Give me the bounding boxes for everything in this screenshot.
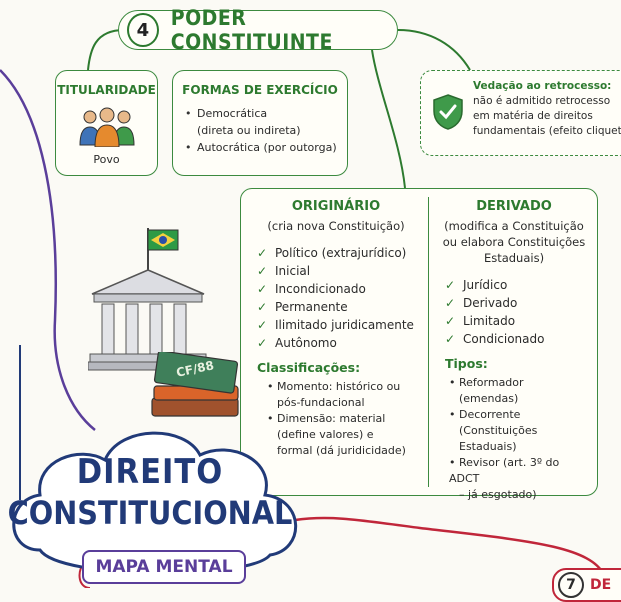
topic-title: PODER CONSTITUINTE — [170, 6, 333, 54]
derivado-subtitle: (modifica a Constituição — [444, 219, 584, 233]
books-stack: CF/88 — [150, 350, 242, 426]
formas-list: Democrática (direta ou indireta) Autocrá… — [185, 105, 347, 156]
central-cloud: DIREITO CONSTITUCIONAL MAPA MENTAL — [0, 400, 320, 592]
class-item: • Momento: histórico ou — [267, 380, 401, 393]
trait-item: Condicionado — [445, 330, 593, 348]
topic-title-box: 4 PODER CONSTITUINTE — [118, 6, 398, 54]
connector-lines — [0, 29, 606, 588]
tipo-item-cont: (emendas) — [459, 392, 519, 405]
tipo-item-cont: – já esgotado) — [459, 488, 537, 501]
originario-traits: Político (extrajurídico) Inicial Incondi… — [257, 244, 425, 352]
originario-title: ORIGINÁRIO — [291, 199, 381, 214]
topic-number: 4 — [127, 13, 159, 47]
central-title-line2: CONSTITUCIONAL — [7, 494, 293, 532]
vedacao-line: não é admitido retrocesso — [473, 95, 611, 107]
trait-item: Limitado — [445, 312, 593, 330]
trait-item: Incondicionado — [257, 280, 425, 298]
originario-column: ORIGINÁRIO (cria nova Constituição) Polí… — [247, 199, 425, 459]
derivado-title: DERIVADO — [476, 199, 552, 214]
courthouse-icon — [87, 226, 209, 380]
titularidade-value: Povo — [93, 153, 120, 166]
class-item-cont: pós-fundacional — [277, 396, 365, 409]
divider — [428, 197, 429, 487]
vedacao-box: Vedação ao retrocesso: não é admitido re… — [420, 70, 621, 156]
tipo-item: • Decorrente — [449, 408, 521, 421]
formas-box: FORMAS DE EXERCÍCIO Democrática (direta … — [172, 70, 348, 176]
trait-item: Inicial — [257, 262, 425, 280]
formas-item: Autocrática (por outorga) — [185, 139, 347, 156]
tipo-item-cont: (Constituições Estaduais) — [459, 424, 538, 453]
trait-item: Autônomo — [257, 334, 425, 352]
formas-item: Democrática — [185, 105, 347, 122]
classificacoes-title: Classificações: — [257, 360, 361, 375]
trait-item: Político (extrajurídico) — [257, 244, 425, 262]
trait-item: Ilimitado juridicamente — [257, 316, 425, 334]
class-item-cont: (define valores) e — [277, 428, 374, 441]
shield-check-icon — [431, 93, 465, 135]
trait-item: Derivado — [445, 294, 593, 312]
class-item-cont: formal (dá juridicidade) — [277, 444, 406, 457]
mapa-mental-tag: MAPA MENTAL — [82, 550, 246, 584]
tipo-item: • Reformador — [449, 376, 524, 389]
vedacao-title: Vedação ao retrocesso: — [473, 80, 612, 92]
derivado-traits: Jurídico Derivado Limitado Condicionado — [445, 276, 593, 348]
topic-7-node[interactable]: 7 DE — [552, 568, 621, 602]
originario-subtitle: (cria nova Constituição) — [267, 219, 405, 233]
vedacao-line: em matéria de direitos — [473, 110, 593, 122]
central-title-line1: DIREITO — [76, 452, 224, 492]
derivado-subtitle: ou elabora Constituições — [442, 235, 586, 249]
titularidade-box: TITULARIDADE Povo — [55, 70, 158, 176]
class-item: • Dimensão: material — [267, 412, 386, 425]
trait-item: Jurídico — [445, 276, 593, 294]
topic-7-title: DE — [590, 577, 612, 593]
trait-item: Permanente — [257, 298, 425, 316]
formas-item-note: (direta ou indireta) — [197, 124, 301, 137]
derivado-column: DERIVADO (modifica a Constituição ou ela… — [435, 199, 593, 503]
titularidade-title: TITULARIDADE — [57, 83, 156, 97]
vedacao-line: fundamentais (efeito cliquet). — [473, 125, 621, 137]
people-group-icon — [78, 105, 136, 151]
poder-types-box: ORIGINÁRIO (cria nova Constituição) Polí… — [240, 188, 598, 501]
tipo-item: • Revisor (art. 3º do ADCT — [449, 456, 560, 485]
topic-7-number: 7 — [558, 572, 584, 598]
formas-title: FORMAS DE EXERCÍCIO — [182, 83, 338, 97]
tipos-title: Tipos: — [445, 356, 488, 371]
derivado-subtitle: Estaduais) — [483, 251, 545, 265]
